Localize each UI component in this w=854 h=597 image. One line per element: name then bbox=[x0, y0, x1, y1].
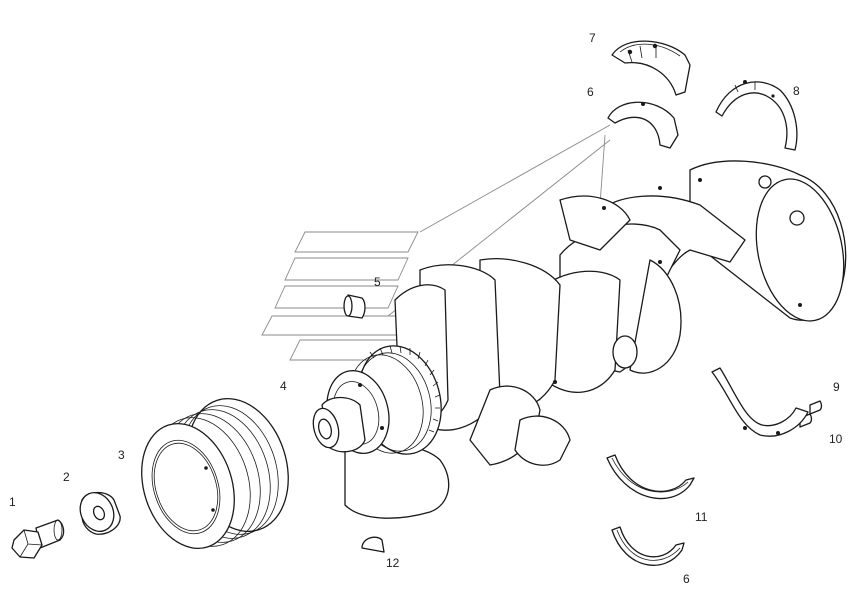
thrust-washer-part-8 bbox=[715, 80, 798, 151]
callout-11: 11 bbox=[695, 510, 708, 524]
callout-10: 10 bbox=[829, 432, 843, 446]
callout-5: 5 bbox=[374, 275, 381, 289]
callout-1: 1 bbox=[9, 495, 16, 509]
woodruff-key-part-12 bbox=[361, 536, 385, 553]
dowel-pin-part-9 bbox=[809, 400, 823, 415]
callout-6-bottom: 6 bbox=[683, 572, 690, 586]
thrust-washer-lower bbox=[711, 367, 809, 437]
callout-9: 9 bbox=[833, 380, 840, 394]
callout-2: 2 bbox=[63, 470, 70, 484]
gear-teeth bbox=[369, 345, 441, 433]
callout-8: 8 bbox=[793, 84, 800, 98]
bearing-shell-part-6-lower bbox=[611, 526, 685, 566]
callout-7: 7 bbox=[589, 31, 596, 45]
crankshaft-part-4 bbox=[312, 160, 847, 519]
washer-part-2 bbox=[79, 491, 121, 535]
callout-3: 3 bbox=[118, 448, 125, 462]
bearing-shell-part-7 bbox=[611, 40, 691, 96]
callout-12: 12 bbox=[386, 556, 400, 570]
callout-4: 4 bbox=[280, 379, 287, 393]
callout-labels: 1 2 3 4 5 6 7 8 9 10 11 6 12 bbox=[9, 31, 843, 586]
pulley-part-3 bbox=[141, 397, 289, 550]
callout-6-top: 6 bbox=[587, 85, 594, 99]
pin-part-5 bbox=[343, 294, 366, 319]
bearing-shell-part-6-upper bbox=[607, 101, 679, 149]
bearing-shell-part-11 bbox=[606, 454, 695, 500]
bolt-part-1 bbox=[11, 519, 65, 559]
